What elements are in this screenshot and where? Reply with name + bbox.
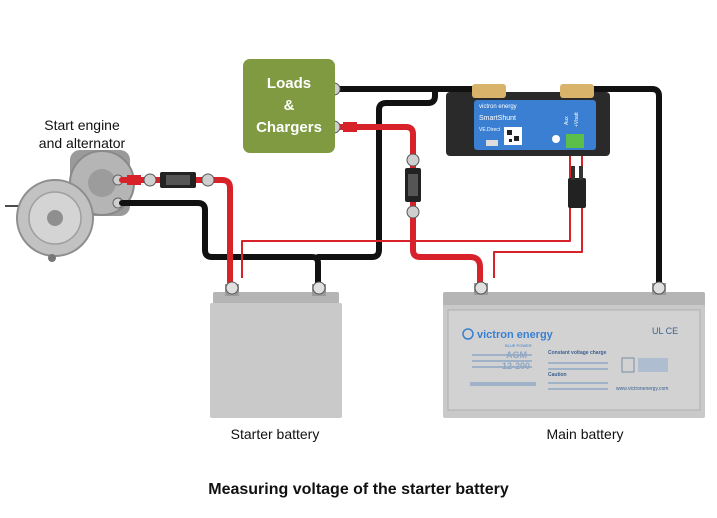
- smartshunt-port: VE.Direct: [479, 127, 501, 133]
- smartshunt-icon: [446, 84, 610, 156]
- fuse-icon: [127, 172, 215, 188]
- main-battery-website: www.victronenergy.com: [616, 386, 668, 392]
- loads-line3: Chargers: [256, 119, 322, 136]
- engine-label: Start engine and alternator: [18, 116, 146, 152]
- loads-chargers-box: Loads & Chargers: [243, 59, 335, 153]
- engine-label-line1: Start engine: [44, 117, 120, 133]
- fuse-icon: [405, 153, 421, 219]
- wire-sense-main: [493, 150, 583, 278]
- main-battery-icon: [443, 281, 705, 418]
- starter-battery-label: Starter battery: [230, 426, 320, 442]
- main-battery-brand-sub: BLUE POWER: [505, 343, 532, 348]
- loads-line1: Loads: [266, 75, 312, 92]
- smartshunt-aux: Aux: [564, 116, 570, 125]
- wire-alternator-negative: [119, 200, 321, 289]
- wire-shunt-to-main-negative: [585, 86, 662, 289]
- starter-battery-icon: [210, 281, 342, 418]
- alternator-icon: [5, 150, 135, 262]
- smartshunt-brand: victron energy: [479, 104, 517, 110]
- main-battery-label: Main battery: [546, 426, 624, 442]
- main-battery-model-line1: AGM: [506, 350, 527, 360]
- main-battery-model-line2: 12-200: [502, 361, 530, 371]
- main-battery-heading-charge: Constant voltage charge: [548, 350, 607, 356]
- main-battery-heading-caution: Caution: [548, 372, 567, 378]
- main-battery-marks: UL CE: [652, 326, 678, 336]
- diagram-caption: Measuring voltage of the starter battery: [208, 481, 509, 498]
- wire-loads-positive: [335, 124, 483, 287]
- wire-alternator-positive: [119, 177, 233, 285]
- loads-line2: &: [283, 97, 295, 114]
- smartshunt-vbatt: +Vbatt: [574, 112, 580, 127]
- smartshunt-name: SmartShunt: [479, 115, 516, 122]
- fuse-icon: [568, 166, 586, 208]
- main-battery-brand: victron energy: [477, 329, 554, 341]
- engine-label-line2: and alternator: [38, 135, 126, 151]
